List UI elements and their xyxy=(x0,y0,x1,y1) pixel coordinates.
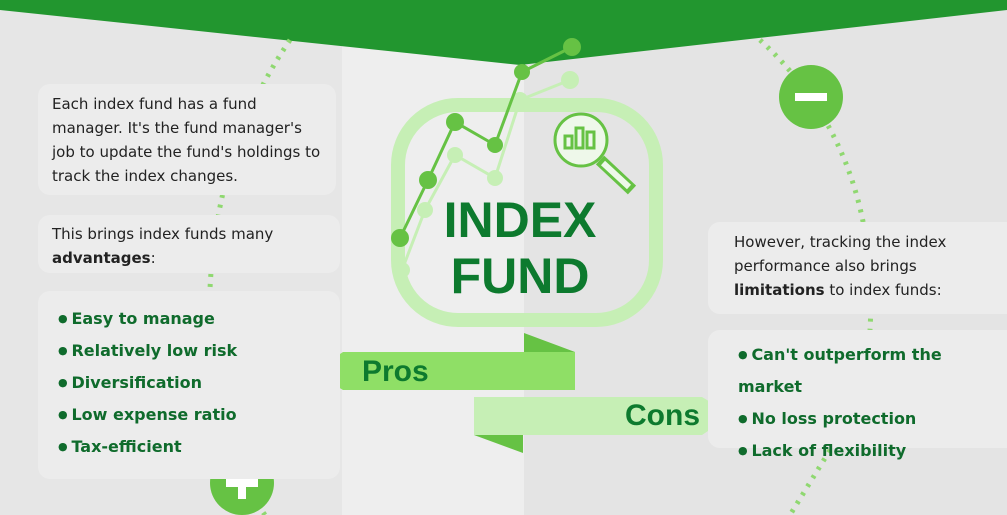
chart-line-dark xyxy=(398,45,573,239)
dotted-arc-right xyxy=(758,38,874,331)
pros-ribbon xyxy=(313,352,575,390)
list-item: Easy to manage xyxy=(58,303,320,335)
cons-box: Can't outperform the market No loss prot… xyxy=(708,330,1007,460)
cons-ribbon-fold xyxy=(474,435,523,453)
list-item: Low expense ratio xyxy=(58,399,320,431)
limitations-box: However, tracking the index performance … xyxy=(708,222,1007,314)
cons-ribbon xyxy=(474,397,732,435)
list-item: Relatively low risk xyxy=(58,335,320,367)
frame xyxy=(391,98,663,327)
top-banner xyxy=(0,0,1007,65)
list-item: Tax-efficient xyxy=(58,431,320,463)
list-item: Lack of flexibility xyxy=(738,435,988,467)
chart-line-light xyxy=(400,78,571,271)
intro-box: Each index fund has a fund manager. It's… xyxy=(38,84,336,195)
list-item: No loss protection xyxy=(738,403,988,435)
cons-label: Cons xyxy=(625,399,700,432)
pros-box: Easy to manage Relatively low risk Diver… xyxy=(38,291,340,479)
list-item: Diversification xyxy=(58,367,320,399)
pros-label: Pros xyxy=(362,355,429,388)
page-title: INDEX FUND xyxy=(443,192,597,304)
cons-list: Can't outperform the market No loss prot… xyxy=(738,339,988,467)
pros-list: Easy to manage Relatively low risk Diver… xyxy=(58,303,320,463)
pros-ribbon-fold xyxy=(524,333,575,352)
list-item: Can't outperform the market xyxy=(738,339,988,403)
magnifier-icon xyxy=(553,112,637,195)
advantages-box: This brings index funds many advantages: xyxy=(38,215,340,273)
